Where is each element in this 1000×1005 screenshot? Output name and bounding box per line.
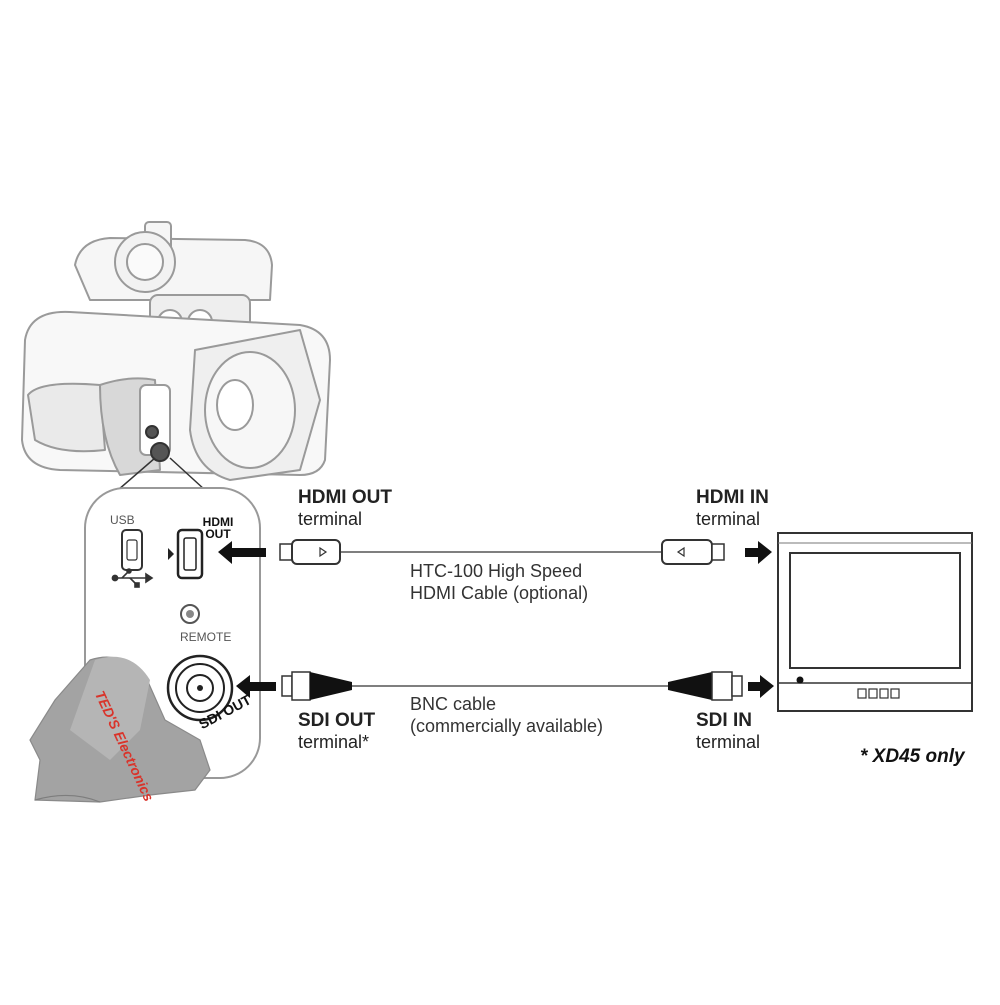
monitor-illustration [777, 532, 973, 712]
bnc-cable-line1: BNC cable [410, 694, 497, 714]
monitor-power-led [796, 676, 804, 684]
sdi-in-title: SDI IN [696, 710, 752, 731]
hdmi-in-sub: terminal [696, 508, 761, 529]
panel-usb-label: USB [110, 513, 135, 527]
arrow-sdi-in [748, 675, 774, 698]
hdmi-cable-line2: HDMI Cable (optional) [410, 582, 589, 603]
bnc-cable-line2: (commercially available) [410, 715, 604, 736]
callout-line-left [117, 457, 156, 491]
hdmi-in-label: HDMI IN terminal [696, 487, 769, 530]
hdmi-out-label: HDMI OUT terminal [298, 487, 392, 530]
hdmi-indicator-icon [168, 548, 174, 560]
bnc-cable [281, 671, 743, 701]
monitor-buttons [857, 688, 900, 699]
hdmi-out-sub: terminal [298, 508, 363, 529]
footnote: * XD45 only [860, 746, 965, 767]
arrow-sdi-out [236, 675, 276, 698]
camcorder-illustration [21, 221, 331, 481]
panel-hdmi-out-line2: OUT [205, 527, 231, 541]
bnc-cable-label: BNC cable (commercially available) [410, 694, 603, 737]
usb-symbol-icon [111, 568, 154, 588]
hdmi-cable [279, 539, 725, 565]
panel-hdmi-out-label: HDMI OUT [196, 516, 240, 540]
sdi-out-title: SDI OUT [298, 710, 376, 731]
arrows [218, 541, 774, 698]
panel-remote-label: REMOTE [180, 630, 232, 644]
hdmi-in-title: HDMI IN [696, 487, 769, 508]
callout-line-right [169, 457, 206, 491]
microfiber-cloth-image: TED'S Electronics [29, 656, 211, 804]
panel-hdmi-out-line1: HDMI [202, 515, 234, 529]
sdi-in-label: SDI IN terminal [696, 710, 760, 753]
monitor-screen [789, 552, 961, 669]
sdi-bnc-port-icon [166, 654, 234, 722]
arrow-hdmi-in [745, 541, 772, 564]
hdmi-cable-label: HTC-100 High Speed HDMI Cable (optional) [410, 561, 588, 604]
arrow-hdmi-out [218, 541, 266, 564]
hdmi-out-title: HDMI OUT [298, 487, 392, 508]
sdi-out-label: SDI OUT terminal* [298, 710, 375, 753]
hdmi-cable-line1: HTC-100 High Speed [410, 561, 583, 581]
sdi-out-sub: terminal* [298, 731, 370, 752]
sdi-in-sub: terminal [696, 731, 761, 752]
